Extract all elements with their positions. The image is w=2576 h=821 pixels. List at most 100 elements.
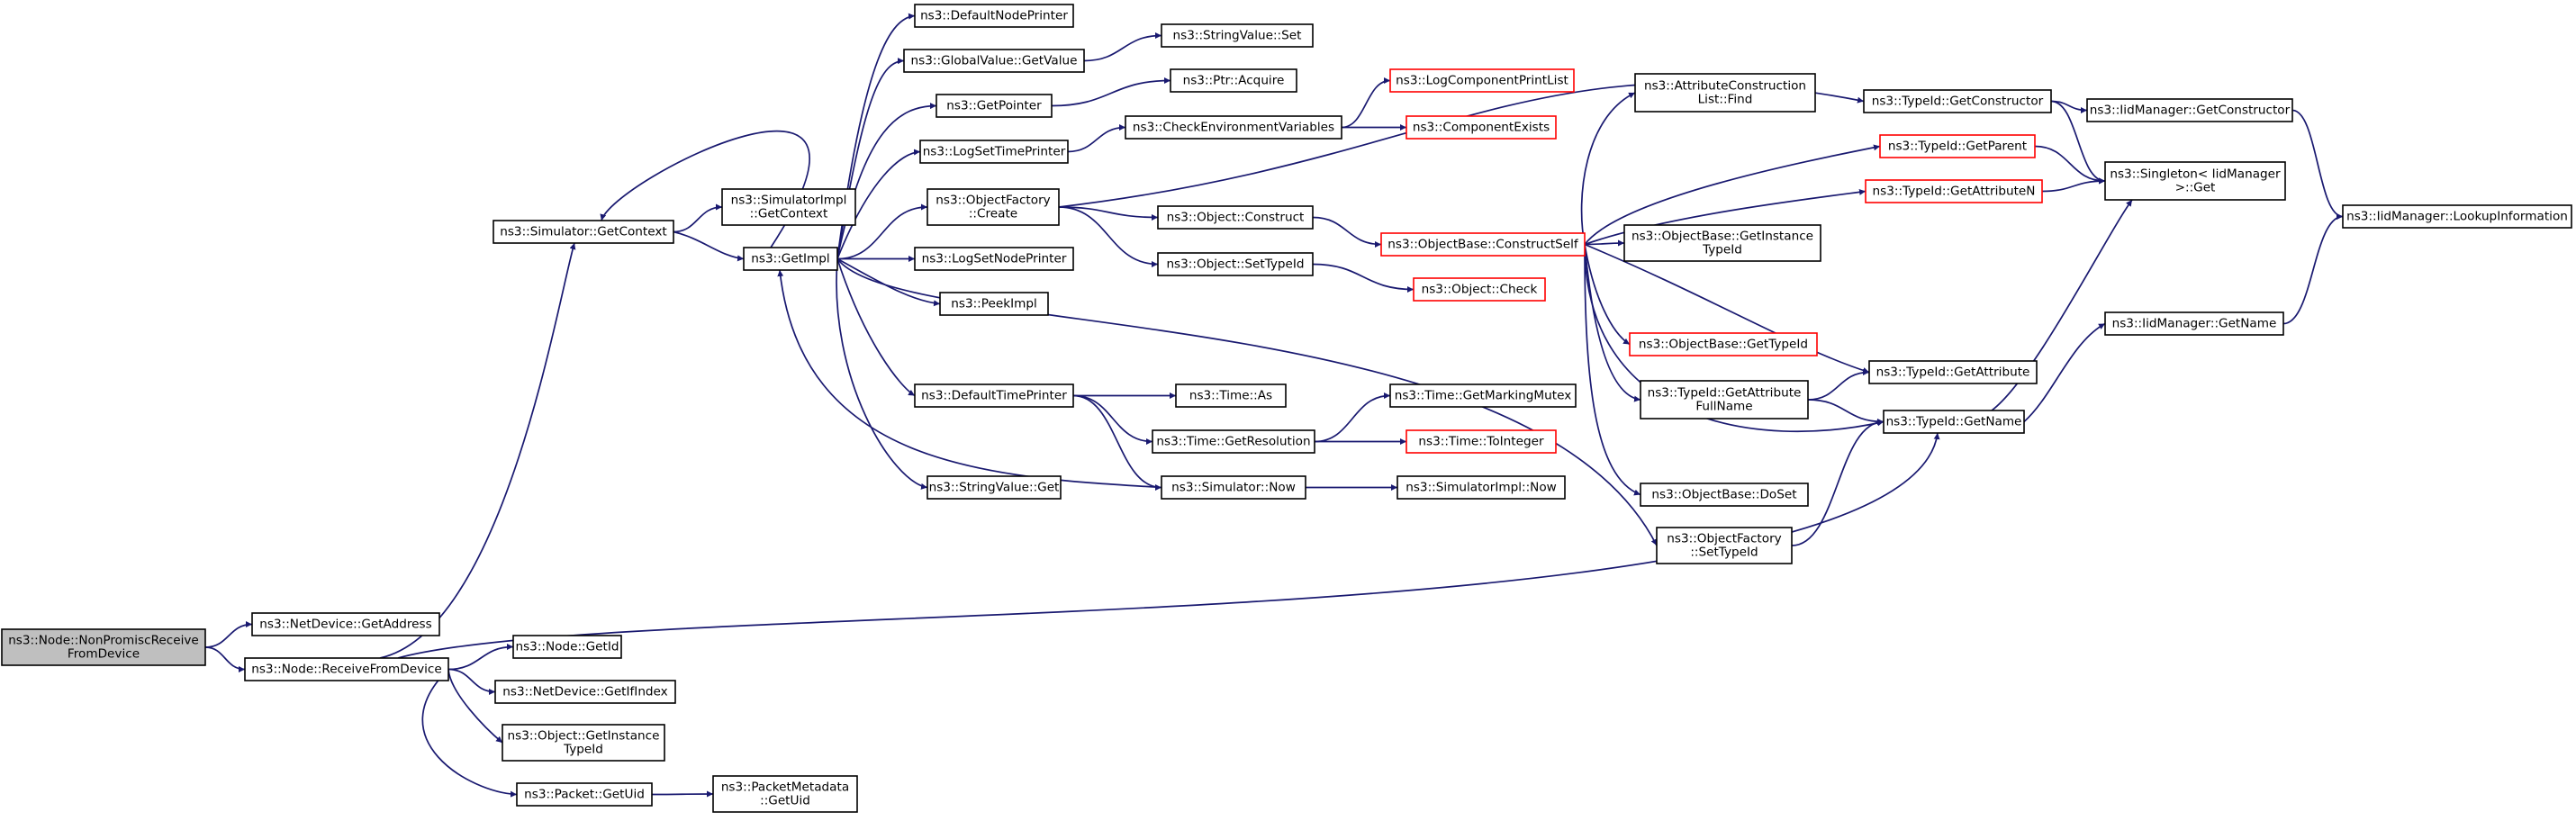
node-packetmetadata-getuid[interactable]: ns3::PacketMetadata::GetUid [712, 775, 858, 813]
node-label-line: ns3::SimulatorImpl [731, 194, 847, 208]
node-iidmanager-lookupinformation[interactable]: ns3::IidManager::LookupInformation [2342, 204, 2572, 229]
call-edge-root-to-node_receivefromdevice [204, 646, 246, 672]
node-componentexists[interactable]: ns3::ComponentExists [1406, 115, 1557, 140]
node-simulator-getcontext[interactable]: ns3::Simulator::GetContext [493, 220, 674, 244]
call-edge-typeid_getattributen-to-singleton_get [2041, 177, 2106, 193]
node-peekimpl[interactable]: ns3::PeekImpl [939, 292, 1049, 316]
node-box [1157, 252, 1314, 276]
node-typeid-getconstructor[interactable]: ns3::TypeId::GetConstructor [1863, 89, 2052, 113]
node-typeid-getname[interactable]: ns3::TypeId::GetName [1883, 410, 2025, 434]
node-stringvalue-get[interactable]: ns3::StringValue::Get [926, 475, 1062, 500]
node-logsettimeprinter[interactable]: ns3::LogSetTimePrinter [919, 140, 1069, 164]
node-label-line: >::Get [2175, 181, 2216, 195]
node-label-line: ns3::LogSetNodePrinter [922, 252, 1067, 266]
node-logcomponentprintlist[interactable]: ns3::LogComponentPrintList [1389, 68, 1575, 93]
node-defaulttimeprinter[interactable]: ns3::DefaultTimePrinter [914, 383, 1074, 408]
call-edge-typeid_getname-to-singleton_get [1991, 199, 2133, 411]
node-objectfactory-create[interactable]: ns3::ObjectFactory::Create [926, 188, 1060, 226]
node-label-line: TypeId [1702, 243, 1742, 257]
node-box [1656, 527, 1793, 564]
node-label-line: ns3::IidManager::GetConstructor [2090, 104, 2291, 118]
node-label-line: ns3::Time::GetResolution [1156, 435, 1310, 449]
node-label-line: ns3::TypeId::GetAttribute [1648, 386, 1802, 401]
node-box [2086, 98, 2293, 122]
node-box [914, 4, 1074, 28]
node-box [1629, 332, 1818, 356]
node-globalvalue-getvalue[interactable]: ns3::GlobalValue::GetValue [903, 49, 1085, 73]
call-edge-objectbase_constructself-to-objectbase_gettypeid [1584, 244, 1631, 346]
node-box [1389, 383, 1577, 408]
node-objectbase-gettypeid[interactable]: ns3::ObjectBase::GetTypeId [1629, 332, 1818, 356]
node-label-line: ns3::GetPointer [946, 99, 1042, 113]
node-simulator-now[interactable]: ns3::Simulator::Now [1161, 475, 1306, 500]
node-time-as[interactable]: ns3::Time::As [1175, 383, 1287, 408]
node-label-line: ns3::DefaultTimePrinter [921, 389, 1067, 403]
node-typeid-getattributen[interactable]: ns3::TypeId::GetAttributeN [1865, 179, 2043, 203]
node-time-tointeger[interactable]: ns3::Time::ToInteger [1406, 429, 1557, 454]
node-label-line: ns3::Time::As [1189, 389, 1272, 403]
node-node-getid[interactable]: ns3::Node::GetId [512, 635, 622, 659]
node-typeid-getparent[interactable]: ns3::TypeId::GetParent [1879, 134, 2036, 158]
node-stringvalue-set[interactable]: ns3::StringValue::Set [1161, 23, 1314, 48]
call-edge-typeid_getparent-to-singleton_get [2034, 145, 2106, 185]
node-objectfactory-settypeid[interactable]: ns3::ObjectFactory::SetTypeId [1656, 527, 1793, 564]
node-iidmanager-getconstructor[interactable]: ns3::IidManager::GetConstructor [2086, 98, 2293, 122]
node-label-line: ns3::Singleton< IidManager [2110, 167, 2281, 182]
call-edge-getimpl-to-logsettimeprinter [836, 149, 921, 259]
node-netdev-getifindex[interactable]: ns3::NetDevice::GetIfIndex [494, 680, 676, 704]
node-packet-getuid[interactable]: ns3::Packet::GetUid [516, 782, 653, 807]
call-edge-getimpl-to-getpointer [836, 103, 937, 259]
node-getimpl[interactable]: ns3::GetImpl [743, 247, 838, 271]
node-iidmanager-getname[interactable]: ns3::IidManager::GetName [2104, 311, 2284, 336]
node-ptr-acquire[interactable]: ns3::Ptr::Acquire [1170, 68, 1297, 93]
node-label-line: ns3::TypeId::GetAttributeN [1873, 185, 2036, 199]
call-edge-node_receivefromdevice-to-simulator_getcontext [379, 242, 576, 659]
node-netdev-getaddress[interactable]: ns3::NetDevice::GetAddress [251, 612, 440, 636]
node-logsetnodeprinter[interactable]: ns3::LogSetNodePrinter [914, 247, 1074, 271]
node-object-settypeid[interactable]: ns3::Object::SetTypeId [1157, 252, 1314, 276]
node-label-line: ns3::Packet::GetUid [524, 788, 645, 802]
node-box [1634, 73, 1816, 113]
node-label-line: ::GetContext [750, 207, 828, 221]
node-box [721, 188, 856, 226]
node-time-getmarkingmutex[interactable]: ns3::Time::GetMarkingMutex [1389, 383, 1577, 408]
node-label-line: ::SetTypeId [1690, 546, 1758, 560]
node-time-getresolution[interactable]: ns3::Time::GetResolution [1152, 429, 1315, 454]
node-box [1, 628, 206, 666]
node-box [939, 292, 1049, 316]
node-singleton-get[interactable]: ns3::Singleton< IidManager >::Get [2104, 161, 2286, 201]
node-box [251, 612, 440, 636]
node-object-construct[interactable]: ns3::Object::Construct [1157, 205, 1314, 230]
node-getpointer[interactable]: ns3::GetPointer [935, 94, 1053, 118]
call-edge-getimpl-to-objectfactory_settypeid [836, 257, 1658, 546]
node-node-receivefromdevice[interactable]: ns3::Node::ReceiveFromDevice [244, 657, 449, 681]
node-box [1170, 68, 1297, 93]
node-box [1623, 224, 1821, 262]
call-edge-globalvalue_getvalue-to-stringvalue_set [1083, 32, 1162, 62]
call-edge-typeid_getname-to-iidmanager_getname [2023, 322, 2106, 423]
node-object-check[interactable]: ns3::Object::Check [1413, 277, 1546, 302]
node-simimpl-getcontext[interactable]: ns3::SimulatorImpl::GetContext [721, 188, 856, 226]
node-defaultnodeprinter[interactable]: ns3::DefaultNodePrinter [914, 4, 1074, 28]
node-objectbase-doset[interactable]: ns3::ObjectBase::DoSet [1640, 483, 1809, 507]
nodes-layer: ns3::Node::NonPromiscReceiveFromDevicens… [1, 4, 2572, 813]
call-edge-objectfactory_create-to-object_construct [1058, 206, 1159, 221]
node-checkenvvars[interactable]: ns3::CheckEnvironmentVariables [1125, 115, 1342, 140]
call-edge-objectbase_constructself-to-attrconstructionlist_find [1580, 92, 1636, 245]
call-edge-iidmanager_getname-to-iidmanager_lookupinformation [2282, 213, 2344, 325]
node-simimpl-now[interactable]: ns3::SimulatorImpl::Now [1396, 475, 1566, 500]
node-objectbase-constructself[interactable]: ns3::ObjectBase::ConstructSelf [1380, 232, 1586, 257]
node-typeid-getattribute[interactable]: ns3::TypeId::GetAttribute [1868, 360, 2038, 384]
node-box [1125, 115, 1342, 140]
call-edge-root-to-netdev_getaddress [204, 621, 253, 648]
node-box [1389, 68, 1575, 93]
node-box [926, 188, 1060, 226]
node-box [2104, 161, 2286, 201]
node-box [516, 782, 653, 807]
call-edge-objectbase_constructself-to-objectbase_getinstancetypeid [1584, 239, 1625, 247]
node-label-line: ns3::Simulator::GetContext [500, 225, 667, 239]
